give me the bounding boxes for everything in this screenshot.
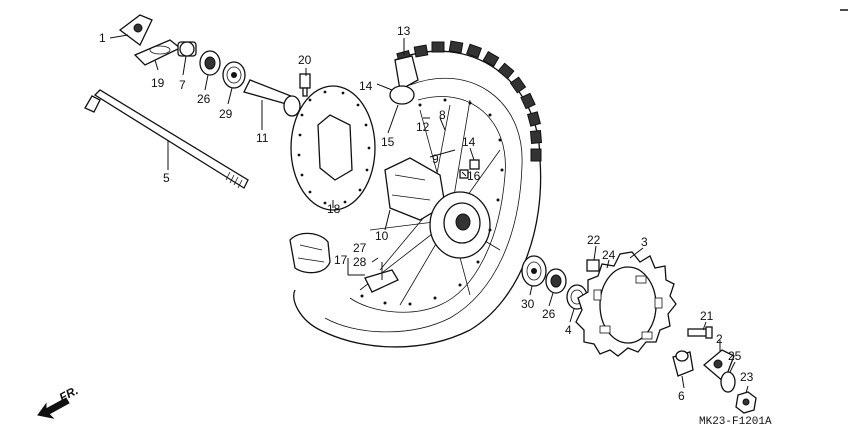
- dust-seal-26b: [545, 268, 567, 294]
- callout-20: 20: [298, 53, 312, 67]
- rim-lock: [364, 269, 399, 293]
- callout-24: 24: [602, 248, 616, 262]
- washer-25: [720, 371, 736, 393]
- callout-30: 30: [521, 297, 535, 311]
- callout-labels: 1 19 7 26 29 11 20 5 18 13 14 15 12 8 9 …: [99, 24, 754, 403]
- callout-15: 15: [381, 135, 395, 149]
- tire-valve-area: [394, 55, 419, 92]
- chain-adjuster-left: [118, 14, 153, 46]
- callout-14-upper: 14: [359, 79, 373, 93]
- brake-disc: [290, 85, 376, 211]
- bolt-21: [687, 326, 713, 339]
- callout-28: 28: [353, 255, 367, 269]
- bearing-30: [521, 255, 547, 287]
- callout-4: 4: [565, 323, 572, 337]
- callout-6: 6: [678, 389, 685, 403]
- callout-14-lower: 14: [462, 135, 476, 149]
- axle-nut-23: [735, 391, 757, 414]
- rear-wheel: [289, 40, 543, 348]
- callout-12: 12: [416, 120, 430, 134]
- dust-seal-26a: [199, 50, 221, 76]
- bolt-20: [299, 73, 311, 97]
- callout-10: 10: [375, 229, 389, 243]
- rim-band: [289, 232, 331, 274]
- callout-29: 29: [219, 107, 233, 121]
- callout-25: 25: [728, 349, 742, 363]
- tube: [389, 85, 415, 105]
- callout-5: 5: [163, 171, 170, 185]
- callout-26-left: 26: [197, 92, 211, 106]
- tire-tread: [396, 40, 543, 162]
- adjuster-plate-19: [133, 39, 182, 66]
- callout-19: 19: [151, 76, 165, 90]
- callout-16: 16: [467, 169, 481, 183]
- callout-2: 2: [716, 332, 723, 346]
- callout-7: 7: [179, 78, 186, 92]
- callout-22: 22: [587, 233, 601, 247]
- callout-3: 3: [641, 235, 648, 249]
- callout-17: 17: [334, 253, 348, 267]
- bearing-29: [222, 61, 246, 89]
- callout-23: 23: [740, 370, 754, 384]
- callout-11: 11: [256, 131, 269, 145]
- callout-8: 8: [439, 108, 446, 122]
- leader-lines: [109, 34, 749, 394]
- callout-26-right: 26: [542, 307, 556, 321]
- callout-1: 1: [99, 31, 106, 45]
- collar-6: [672, 350, 694, 377]
- diagram-code: MK23-F1201A: [699, 416, 772, 428]
- callout-21: 21: [700, 309, 714, 323]
- driven-sprocket: [575, 251, 677, 357]
- callout-18: 18: [327, 202, 341, 216]
- callout-13: 13: [397, 24, 411, 38]
- wheel-hub: [384, 157, 491, 259]
- collar-7: [177, 41, 197, 57]
- front-direction-indicator: FR.: [37, 383, 80, 419]
- rear-axle: [84, 89, 249, 189]
- callout-9: 9: [432, 152, 439, 166]
- distance-collar-11: [243, 79, 301, 117]
- spoke-nipple: [469, 159, 480, 170]
- nut-22: [586, 259, 600, 272]
- callout-27: 27: [353, 241, 367, 255]
